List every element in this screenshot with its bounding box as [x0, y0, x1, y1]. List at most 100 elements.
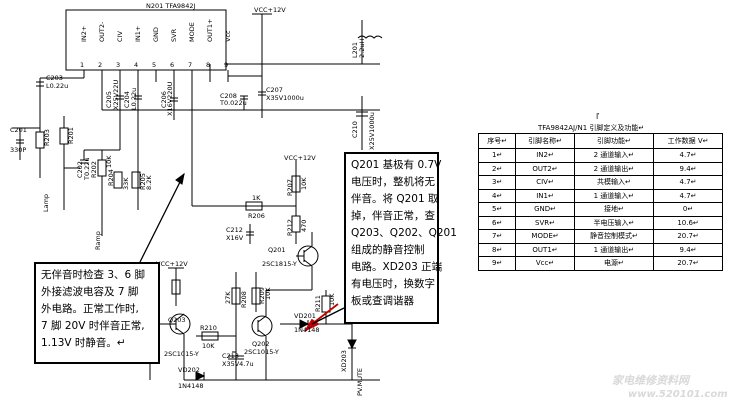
note-right-line: 电路。XD203 正端: [351, 261, 443, 273]
ic-pin-names: IN2+ OUT2- CIV IN1+ GND SVR MODE OUT1+ V…: [80, 19, 232, 42]
c203-value: L0.22u: [46, 82, 68, 90]
table-cell: IN2↵: [515, 148, 575, 163]
svg-text:7: 7: [188, 61, 192, 69]
q202-label: Q202: [252, 340, 270, 348]
r206-value: 1K: [252, 194, 261, 202]
table-cell: 10.6↵: [653, 215, 723, 230]
q203-label: Q203: [168, 316, 186, 324]
c201-label: C201: [10, 126, 27, 134]
table-row: 1↵IN2↵2 通道输入↵4.7↵: [477, 148, 723, 163]
table-cell: 2 通道输出↵: [573, 161, 655, 176]
svg-text:6: 6: [170, 61, 174, 69]
note-right-line: 掉，伴音正常，查: [351, 210, 435, 222]
table-header-row: 序号↵ 引脚名称↵ 引脚功能↵ 工作数据 V↵: [477, 133, 723, 149]
svg-text:4: 4: [134, 61, 138, 69]
note-right-line: 电压时，整机将无: [351, 176, 435, 188]
note-right-line: 伴音。将 Q201 取: [351, 193, 439, 205]
note-right-line: Q203、Q202、Q201: [351, 227, 457, 239]
note-right-line: 有电压时，换数字: [351, 278, 435, 290]
table-cell: 电源↵: [573, 256, 655, 271]
table-cell: SVR↵: [515, 215, 575, 230]
table-row: 6↵SVR↵半电压输入↵10.6↵: [477, 215, 723, 230]
note-right-line: Q201 基极有 0.7V: [351, 159, 442, 171]
table-cell: 2 通道输入↵: [573, 148, 655, 163]
r209-label: R209: [258, 287, 266, 304]
table-cell: 9↵: [477, 256, 517, 271]
watermark-text: 家电维修资料网: [612, 374, 689, 387]
table-row: 2↵OUT2↵2 通道输出↵9.4↵: [477, 161, 723, 176]
note-right-line: 板或查调谐器: [351, 295, 414, 307]
r207-value: 10K: [300, 177, 308, 190]
note-left-line: 无伴音时检查 3、6 脚: [41, 269, 146, 281]
table-cell: 4.7↵: [653, 175, 723, 190]
table-row: 8↵OUT1↵1 通道输出↵9.4↵: [477, 242, 723, 257]
q202-value: 2SC1015-Y: [244, 348, 279, 356]
r208-label: R208: [240, 291, 248, 308]
l201-label: L201: [351, 42, 359, 58]
vd202-value: 1N4148: [178, 382, 204, 390]
note-left-line: 7 脚 20V 时伴音正常,: [41, 320, 145, 332]
vcc-mid-label: VCC+12V: [284, 154, 316, 162]
table-cell: 6↵: [477, 215, 517, 230]
svg-text:Vcc: Vcc: [224, 30, 232, 42]
c204-label: C204: [123, 91, 131, 108]
r205-label: R205: [139, 173, 147, 190]
lamp-label: Lamp: [42, 194, 50, 212]
c204-value: L0.22u: [130, 88, 138, 110]
r205-value: 8.2K: [145, 175, 153, 190]
r207-label: R207: [286, 179, 294, 196]
header-cell: 引脚名称↵: [515, 133, 575, 149]
pin-definition-table: 序号↵ 引脚名称↵ 引脚功能↵ 工作数据 V↵ 1↵IN2↵2 通道输入↵4.7…: [477, 133, 723, 271]
c206-label: C206: [160, 91, 168, 108]
svg-text:3: 3: [116, 61, 120, 69]
c206-value: X16V220U: [166, 81, 174, 116]
q203-value: 2SC1015-Y: [164, 350, 199, 358]
c210-label: C210: [351, 121, 359, 138]
c208-label: C208: [220, 92, 237, 100]
header-cell: 引脚功能↵: [573, 133, 655, 149]
svg-text:OUT2-: OUT2-: [98, 21, 106, 42]
svg-text:IN2+: IN2+: [80, 26, 88, 42]
note-left-line: 外接滤波电容及 7 脚: [41, 286, 139, 298]
table-cell: 2↵: [477, 161, 517, 176]
r201-label: R201: [67, 127, 75, 144]
svg-text:9: 9: [224, 61, 228, 69]
svg-text:5: 5: [152, 61, 156, 69]
table-cell: 7↵: [477, 229, 517, 244]
ic-label: N201 TFA9842J: [146, 2, 195, 10]
table-cell: GND↵: [515, 202, 575, 217]
note-left: 无伴音时检查 3、6 脚 外接滤波电容及 7 脚 外电路。正常工作时, 7 脚 …: [34, 262, 160, 364]
vd201-label: VD201: [294, 312, 316, 320]
table-row: 5↵GND↵接地↵0↵: [477, 202, 723, 217]
svg-text:SVR: SVR: [170, 28, 178, 42]
svg-text:IN1+: IN1+: [134, 26, 142, 42]
watermark-url: www.520101.com: [628, 389, 728, 400]
table-cell: IN1↵: [515, 188, 575, 203]
table-cell: 半电压输入↵: [573, 215, 655, 230]
table-cell: 9.4↵: [653, 242, 723, 257]
r202-value: 10K: [105, 155, 113, 168]
ic-body: [65, 9, 227, 71]
svg-text:CIV: CIV: [116, 31, 124, 42]
table-mark: ľ: [596, 112, 599, 121]
table-cell: 20.7↵: [653, 256, 723, 271]
c213-label: C213: [222, 352, 239, 360]
r211-value: 10K: [328, 293, 336, 306]
svg-text:2: 2: [98, 61, 102, 69]
table-row: 4↵IN1↵1 通道输入↵4.7↵: [477, 188, 723, 203]
table-cell: 1↵: [477, 148, 517, 163]
table-row: 3↵CIV↵共模输入↵4.7↵: [477, 175, 723, 190]
r209-value: 10K: [264, 287, 272, 300]
r204-label: R204: [107, 169, 115, 186]
table-cell: Vcc↵: [515, 256, 575, 271]
q201-value: 2SC1815-Y: [262, 260, 297, 268]
c201-value: 330P: [10, 146, 26, 154]
c205-value: X25V22U: [112, 80, 120, 110]
table-cell: 20.7↵: [653, 229, 723, 244]
svg-text:GND: GND: [152, 27, 160, 42]
c210-value: X25V1000u: [368, 112, 376, 150]
table-cell: 1 通道输入↵: [573, 188, 655, 203]
note-right-line: 组成的静音控制: [351, 244, 425, 256]
r206-label: R206: [248, 212, 265, 220]
